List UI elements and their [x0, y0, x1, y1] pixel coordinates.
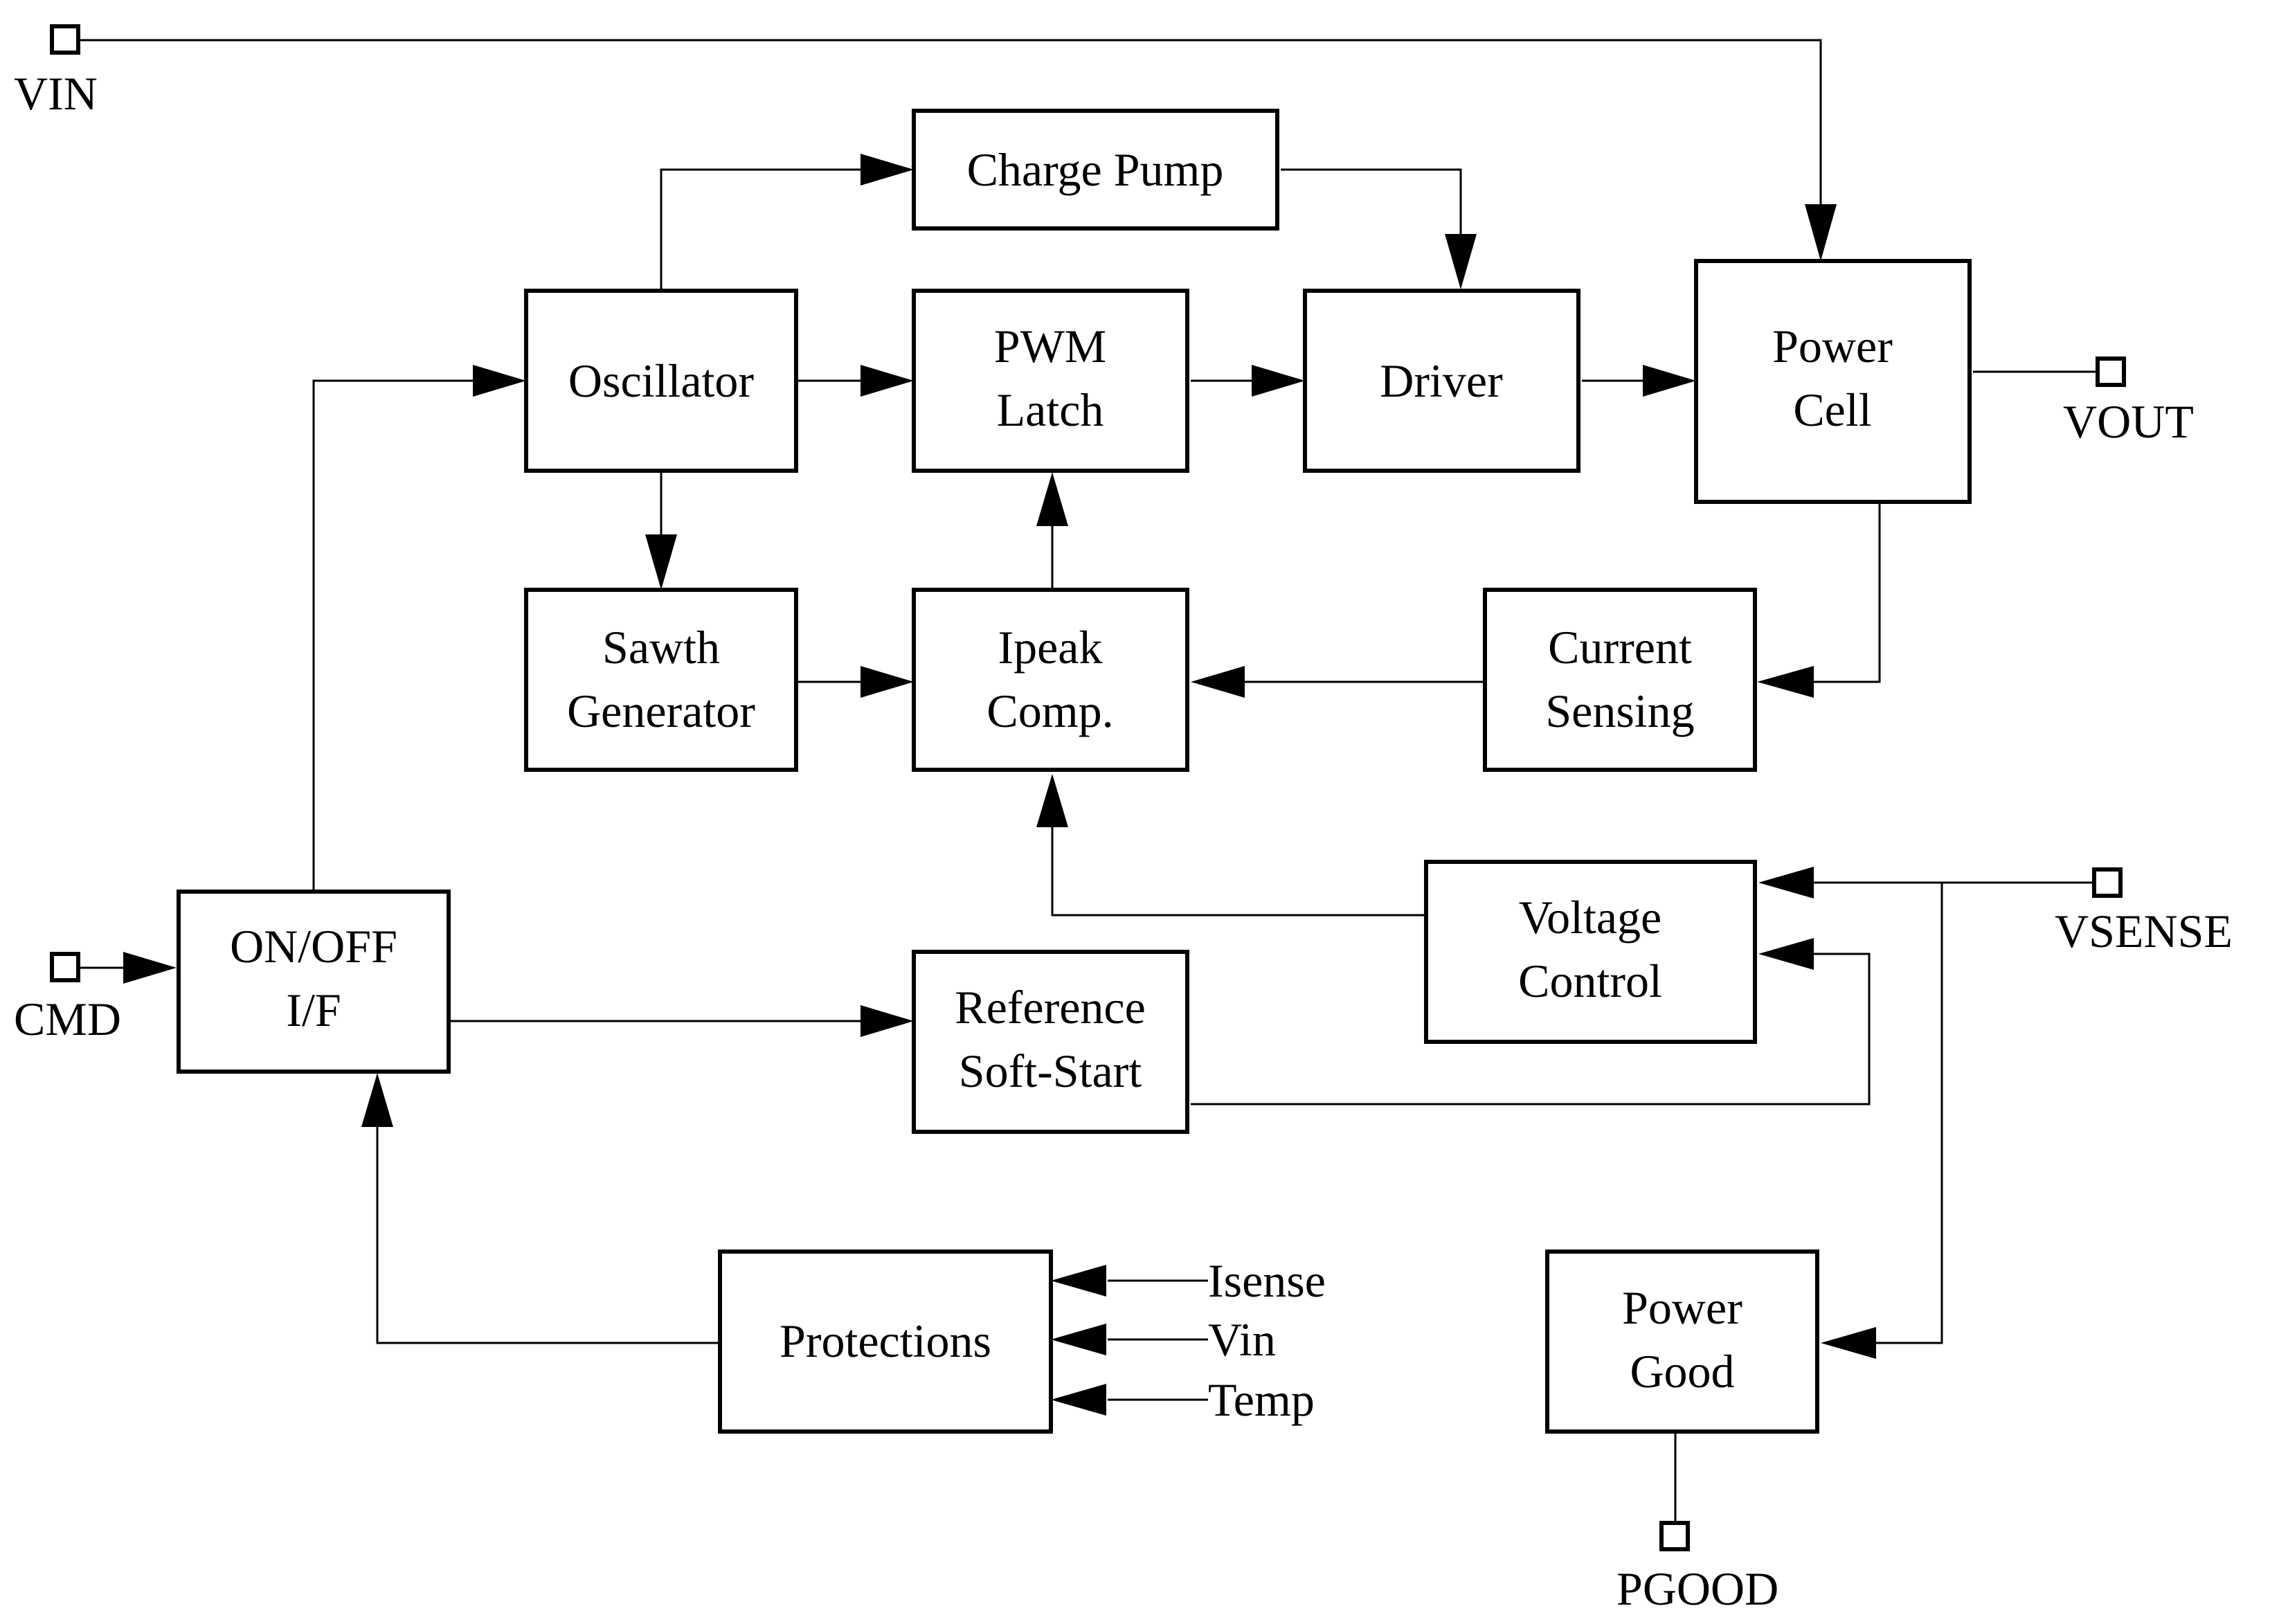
current-sensing-label-line1: Current: [1548, 621, 1692, 674]
arrow-into-charge-pump: [861, 154, 914, 186]
arrow-into-pwm-latch: [861, 365, 914, 397]
on-off-if-label-line2: I/F: [286, 984, 341, 1036]
arrow-into-oscillator: [473, 365, 526, 397]
reference-label-line2: Soft-Start: [959, 1045, 1142, 1097]
wire-vin-power-cell: [76, 39, 1822, 228]
arrowheads: [123, 154, 1876, 1416]
block-on-off-if: ON/OFF I/F: [177, 890, 451, 1074]
arrow-vin-protections: [1051, 1324, 1106, 1355]
arrow-into-ipeak-bottom: [1036, 774, 1068, 827]
pin-pgood-terminal: [1659, 1521, 1690, 1551]
wire-onoff-oscillator: [312, 379, 485, 892]
voltage-control-label-line2: Control: [1518, 955, 1662, 1007]
wires: [76, 39, 2098, 1523]
arrow-into-voltage-control-bottom: [1758, 938, 1814, 970]
wire-reference-voltage-control: [1191, 953, 1871, 1106]
pin-vsense-label: VSENSE: [2055, 905, 2233, 957]
pin-cmd: CMD: [14, 952, 121, 1045]
wire-power-cell-current-sensing: [1800, 502, 1881, 683]
block-voltage-control: Voltage Control: [1424, 860, 1757, 1044]
ipeak-comp-label-line1: Ipeak: [998, 621, 1102, 674]
sawth-generator-label-line1: Sawth: [602, 621, 720, 674]
input-vin-label: Vin: [1208, 1313, 1276, 1366]
arrow-into-pwm-latch-bottom: [1036, 472, 1068, 526]
power-cell-label-line1: Power: [1772, 320, 1893, 372]
arrow-into-driver-left: [1252, 365, 1305, 397]
arrow-into-ipeak-right: [1191, 666, 1245, 698]
block-protections: Protections: [718, 1249, 1053, 1434]
pin-pgood-label: PGOOD: [1616, 1562, 1778, 1615]
ipeak-comp-label-line2: Comp.: [987, 685, 1113, 737]
wire-voltage-control-ipeak: [1051, 820, 1430, 917]
current-sensing-label-line2: Sensing: [1545, 685, 1694, 737]
arrow-into-driver-top: [1445, 234, 1477, 289]
block-ipeak-comp: Ipeak Comp.: [912, 588, 1189, 772]
arrow-into-onoff-bottom: [361, 1073, 393, 1127]
input-temp-label: Temp: [1208, 1373, 1315, 1426]
driver-label: Driver: [1380, 354, 1503, 407]
pin-vin-terminal: [50, 24, 80, 55]
wire-charge-pump-driver: [1281, 168, 1462, 256]
arrow-into-power-cell-top: [1805, 204, 1837, 261]
pin-vsense-terminal: [2092, 867, 2123, 898]
input-isense-label: Isense: [1208, 1254, 1326, 1307]
arrow-isense-protections: [1051, 1265, 1106, 1297]
block-power-good: Power Good: [1545, 1249, 1819, 1434]
on-off-if-label-line1: ON/OFF: [230, 920, 397, 973]
protections-label: Protections: [780, 1315, 991, 1367]
block-driver: Driver: [1303, 289, 1580, 473]
voltage-control-label-line1: Voltage: [1519, 891, 1662, 944]
arrow-into-reference: [861, 1005, 914, 1037]
block-charge-pump: Charge Pump: [912, 109, 1279, 231]
pwm-latch-label-line1: PWM: [994, 320, 1106, 372]
pin-pgood: PGOOD: [1616, 1521, 1778, 1615]
block-pwm-latch: PWM Latch: [912, 289, 1189, 473]
arrow-into-ipeak-left: [861, 666, 914, 698]
pin-cmd-label: CMD: [14, 993, 121, 1045]
arrow-temp-protections: [1051, 1384, 1106, 1416]
pin-vout: VOUT: [2063, 357, 2194, 448]
pin-vin: VIN: [14, 24, 98, 120]
block-current-sensing: Current Sensing: [1483, 588, 1757, 772]
reference-label-line1: Reference: [955, 981, 1146, 1034]
charge-pump-label: Charge Pump: [967, 143, 1224, 196]
arrow-into-power-good: [1821, 1327, 1876, 1359]
pin-vin-label: VIN: [14, 67, 98, 120]
pin-vout-terminal: [2096, 357, 2126, 387]
arrow-into-current-sensing: [1757, 666, 1814, 698]
pin-vout-label: VOUT: [2063, 395, 2194, 448]
arrow-into-onoff-left: [123, 952, 177, 984]
block-reference-soft-start: Reference Soft-Start: [912, 950, 1189, 1134]
arrow-into-power-cell-left: [1643, 365, 1696, 397]
arrow-into-voltage-control-top: [1758, 867, 1814, 899]
pwm-latch-label-line2: Latch: [997, 384, 1104, 436]
block-oscillator: Oscillator: [524, 289, 798, 473]
power-good-label-line2: Good: [1630, 1345, 1734, 1398]
oscillator-label: Oscillator: [568, 354, 755, 407]
wire-oscillator-charge-pump: [660, 168, 872, 291]
arrow-into-sawth: [645, 534, 677, 590]
sawth-generator-label-line2: Generator: [567, 685, 755, 737]
wire-vsense-power-good: [1869, 883, 1943, 1344]
block-sawth-generator: Sawth Generator: [524, 588, 798, 772]
pin-vsense: VSENSE: [2055, 867, 2233, 957]
power-good-label-line1: Power: [1622, 1281, 1742, 1334]
power-cell-label-line2: Cell: [1793, 384, 1871, 436]
wire-protections-onoff: [376, 1121, 721, 1344]
pin-cmd-terminal: [50, 952, 80, 982]
block-power-cell: Power Cell: [1694, 259, 1972, 504]
